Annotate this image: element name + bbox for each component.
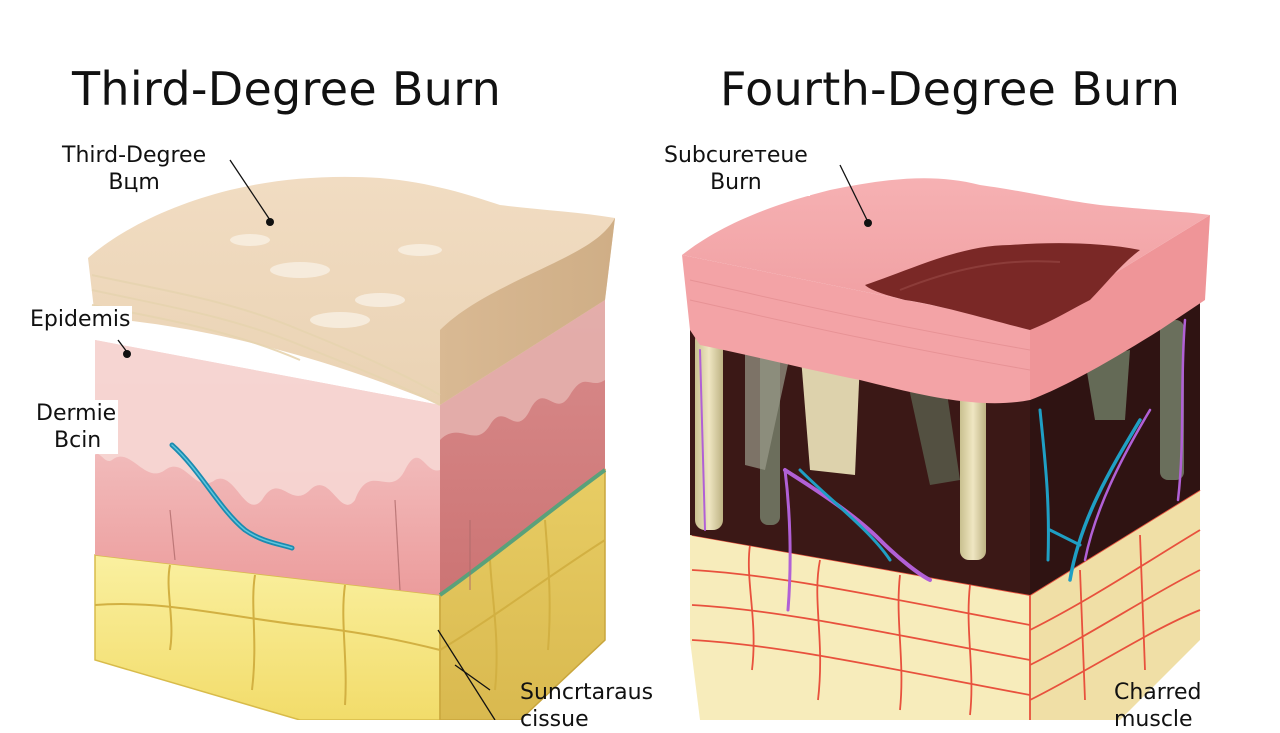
- fourth-degree-title: Fourth-Degree Burn: [720, 62, 1181, 116]
- dermis-label: Dermie Bcin: [34, 400, 119, 454]
- leader-lines: [117, 159, 869, 720]
- subcutaneous-burn-label: Subcureтeue Burn: [662, 142, 810, 196]
- epidermis-label: Epidemis: [28, 306, 133, 333]
- third-degree-title: Third-Degree Burn: [72, 62, 502, 116]
- third-degree-block: [88, 176, 615, 720]
- marker-dot: [123, 350, 131, 358]
- charred-muscle-label: Charred muscle: [1114, 680, 1202, 732]
- third-degree-surface-label: Third-Degree Bцm: [60, 142, 209, 196]
- subcutaneous-label: Suncrtaraus cissue: [520, 680, 654, 732]
- fourth-degree-block: [682, 178, 1210, 720]
- marker-dot: [266, 218, 274, 226]
- marker-dot: [864, 219, 872, 227]
